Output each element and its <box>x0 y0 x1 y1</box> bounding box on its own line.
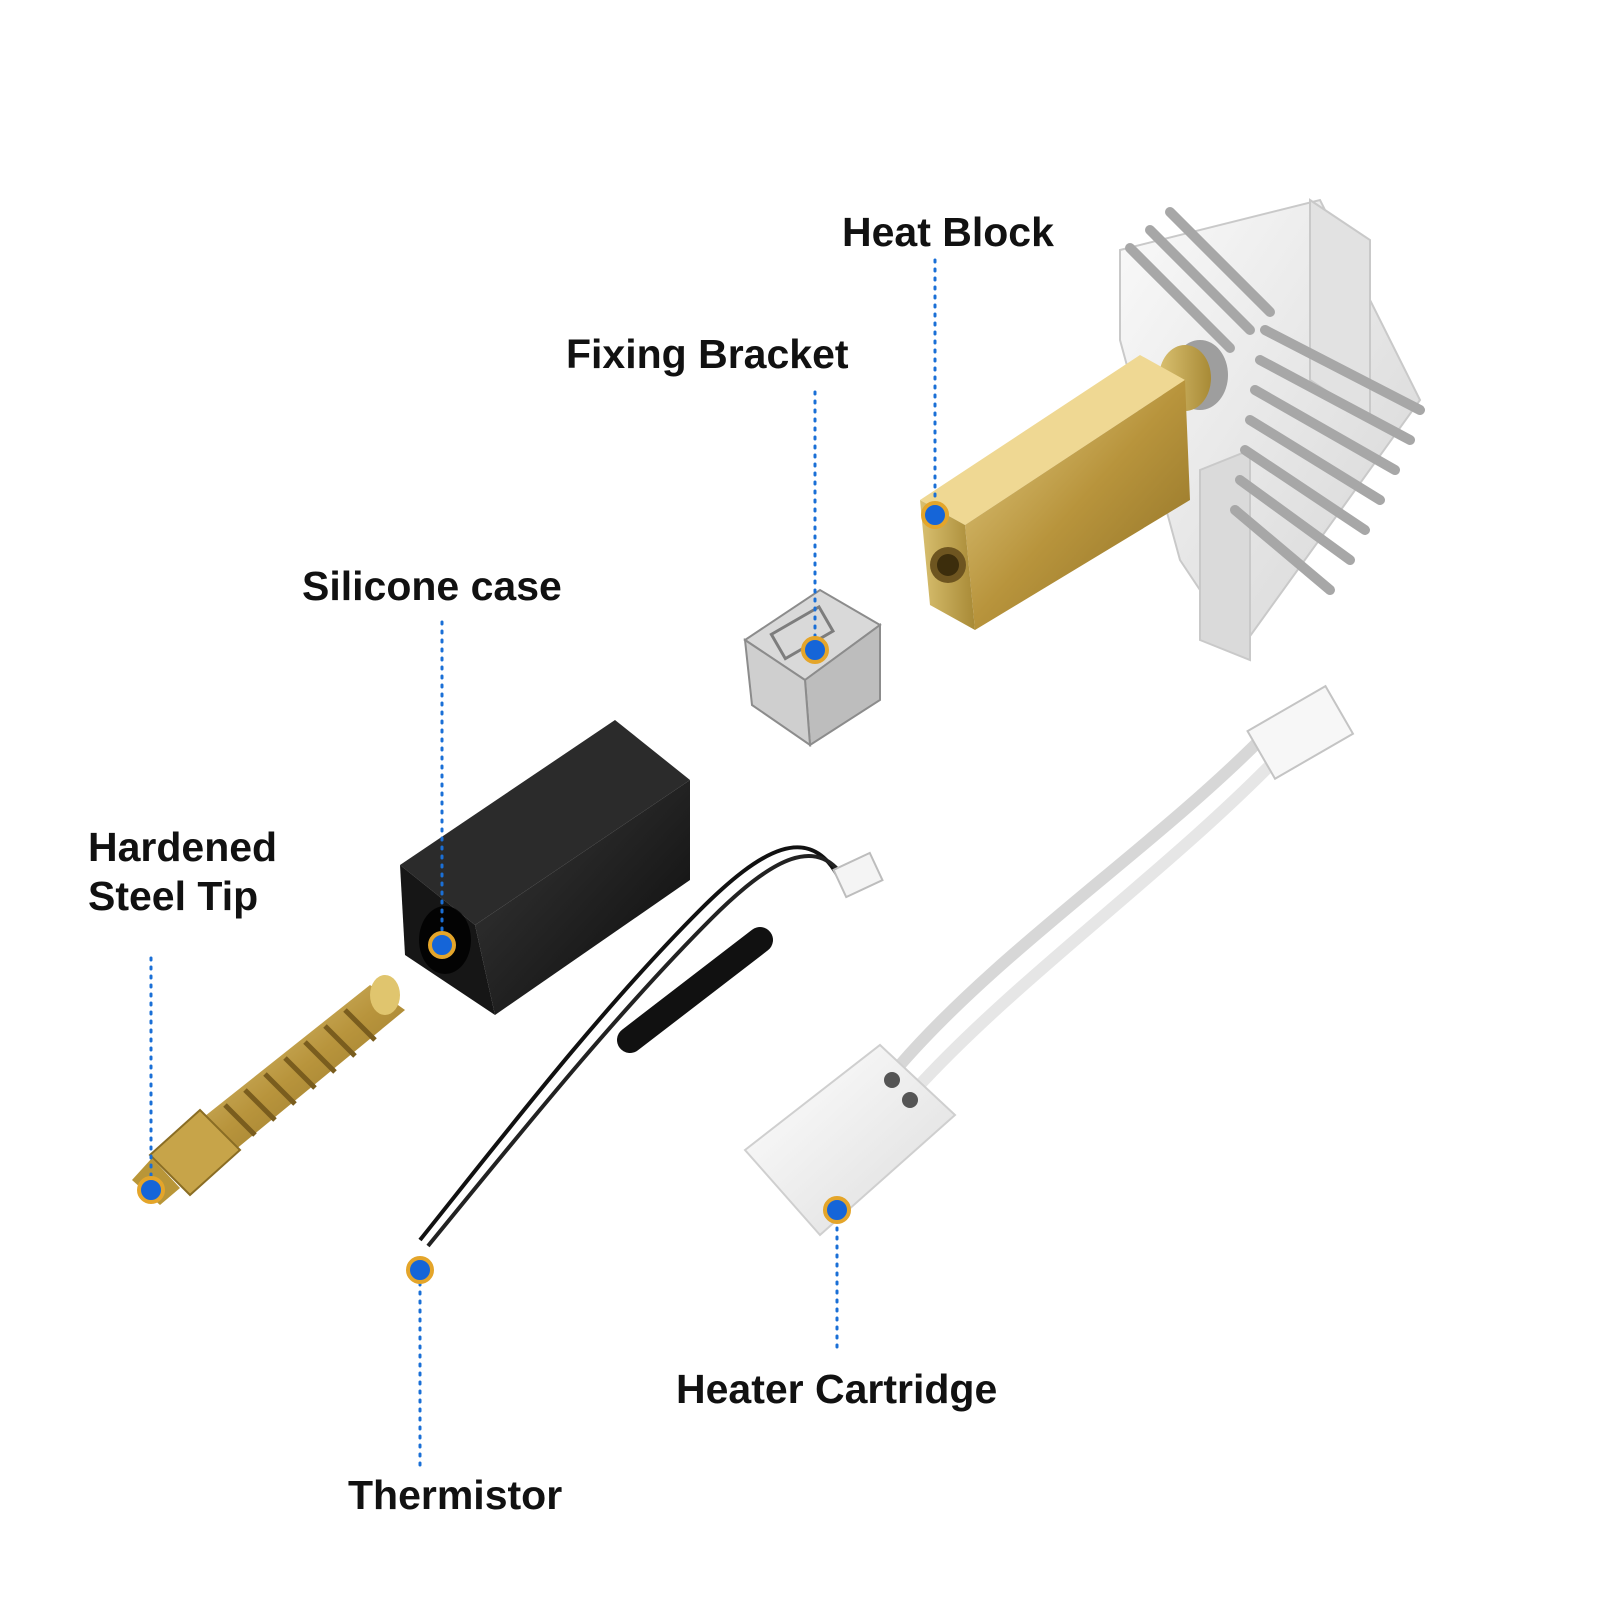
heat-block-illustration <box>920 340 1228 630</box>
heater-cartridge-label: Heater Cartridge <box>676 1366 998 1412</box>
fixing-bracket-illustration <box>743 588 882 748</box>
silicone-case-label: Silicone case <box>302 563 562 609</box>
hardened-tip-label-line1: Hardened <box>88 824 278 870</box>
hardened-tip-label-line2: Steel Tip <box>88 873 259 919</box>
silicone-case-marker <box>428 931 456 959</box>
fixing-bracket-marker <box>801 636 829 664</box>
thermistor-label: Thermistor <box>348 1472 563 1518</box>
heater-cartridge-marker <box>823 1196 851 1224</box>
fixing-bracket-label: Fixing Bracket <box>566 331 849 377</box>
heater-cartridge-illustration <box>743 684 1355 1237</box>
silicone-case-illustration <box>400 720 690 1015</box>
heat-block-marker <box>921 501 949 529</box>
thermistor-illustration <box>418 845 884 1248</box>
thermistor-marker <box>406 1256 434 1284</box>
heat-block-label: Heat Block <box>842 209 1054 255</box>
nozzle-illustration <box>132 975 405 1205</box>
heatsink-illustration <box>1119 198 1425 662</box>
hardened-tip-marker <box>137 1176 165 1204</box>
